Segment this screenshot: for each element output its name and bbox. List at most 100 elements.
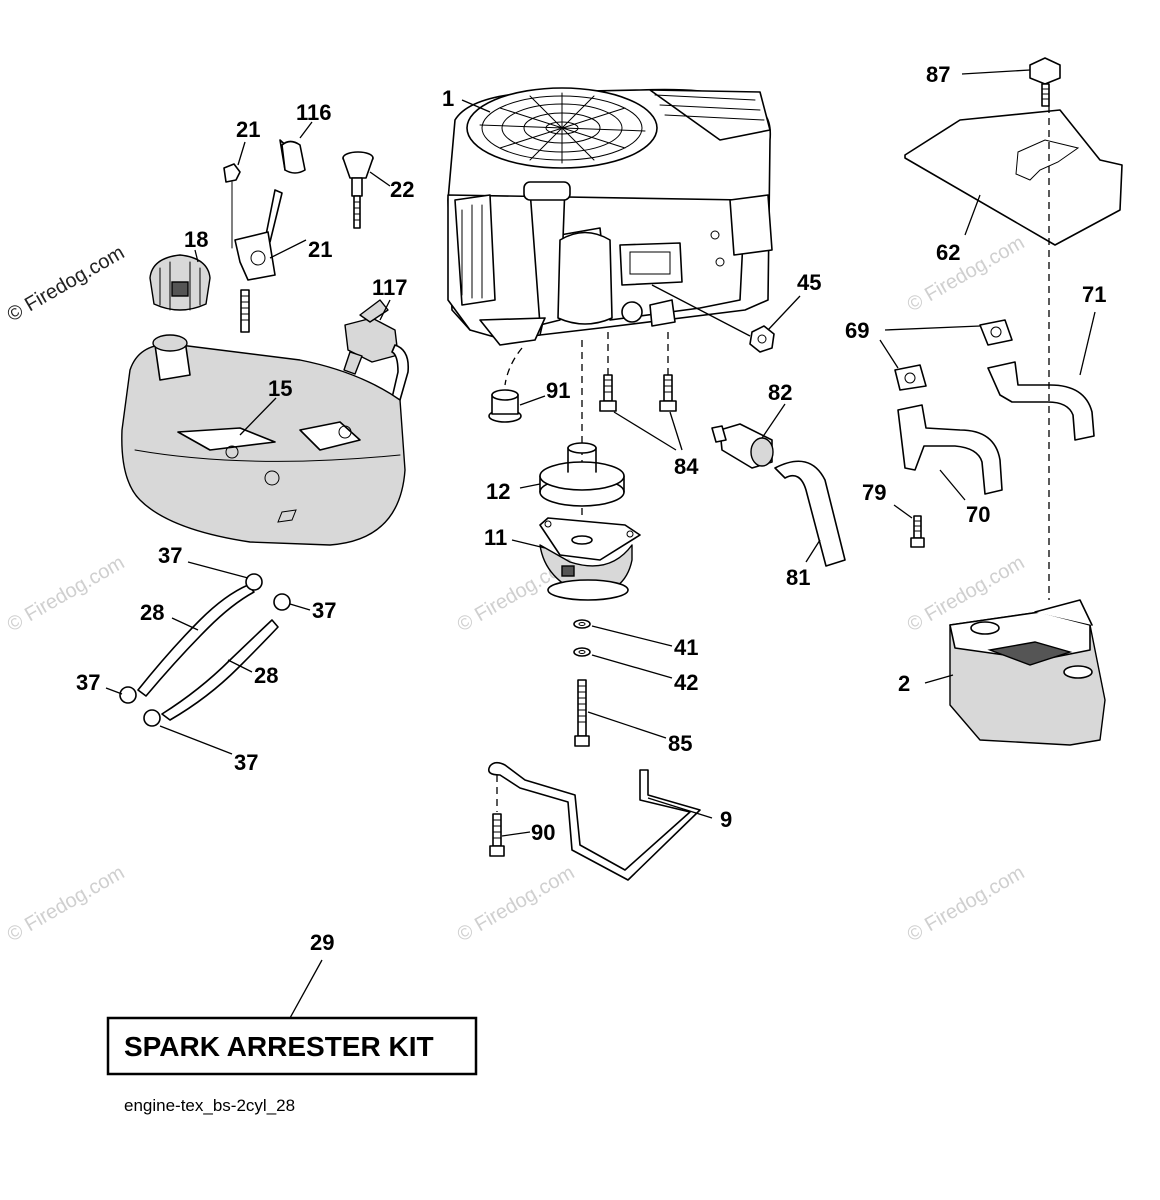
breather-hose-81 [774, 460, 846, 567]
callout-85: 85 [668, 731, 692, 756]
nut-45 [749, 325, 775, 353]
leader-42 [591, 654, 673, 679]
callout-45: 45 [797, 270, 821, 295]
pulley-12 [539, 442, 625, 507]
heat-shield-62 [904, 109, 1123, 246]
fuel-cap-18 [149, 254, 211, 311]
watermark-main: © Firedog.com [4, 242, 129, 327]
watermark: © Firedog.com [904, 232, 1029, 317]
callout-70: 70 [966, 502, 990, 527]
leader-21a [237, 141, 246, 166]
dashed-91 [504, 347, 523, 386]
fuel-line-28a [137, 584, 255, 697]
leader-71 [1079, 311, 1096, 376]
rod-9 [487, 761, 701, 881]
choke-knob-22 [342, 151, 374, 229]
callout-11: 11 [484, 525, 507, 550]
leader-28b [227, 659, 253, 673]
leader-37d [159, 725, 233, 755]
callout-41: 41 [674, 635, 698, 660]
exhaust-pipe-70 [897, 404, 1003, 495]
breather-82 [711, 423, 774, 469]
drawing-id: engine-tex_bs-2cyl_28 [124, 1096, 295, 1115]
callout-81: 81 [786, 565, 810, 590]
callout-9: 9 [720, 807, 732, 832]
callout-1: 1 [442, 86, 454, 111]
bolt-79 [910, 515, 925, 548]
engine [447, 87, 773, 346]
callout-79: 79 [862, 480, 886, 505]
fuel-valve-117 [343, 299, 410, 401]
leader-70 [939, 469, 966, 501]
gaskets-69 [894, 319, 1013, 391]
callout-21a: 21 [236, 117, 260, 142]
leader-117 [379, 299, 391, 321]
exhaust-pipe-71 [987, 361, 1095, 441]
leader-9 [647, 797, 713, 819]
watermark: © Firedog.com [904, 862, 1029, 947]
screw-87 [1029, 57, 1061, 107]
callout-62: 62 [936, 240, 960, 265]
leader-62 [964, 194, 981, 236]
callout-28a: 28 [140, 600, 164, 625]
watermark: © Firedog.com [4, 552, 129, 637]
leader-22 [369, 171, 391, 187]
callout-37d: 37 [234, 750, 258, 775]
callout-37a: 37 [158, 543, 182, 568]
callout-29: 29 [310, 930, 334, 955]
leader-82 [761, 403, 786, 439]
callout-90: 90 [531, 820, 555, 845]
muffler-2 [949, 599, 1106, 746]
leader-116 [299, 121, 313, 139]
callout-21b: 21 [308, 237, 332, 262]
callout-22: 22 [390, 177, 414, 202]
leader-69b [879, 339, 899, 369]
screw-21a [223, 163, 241, 249]
leader-15 [239, 397, 277, 436]
knob-116 [281, 140, 306, 174]
callout-87: 87 [926, 62, 950, 87]
clamps-37 [119, 573, 291, 727]
callout-82: 82 [768, 380, 792, 405]
callout-117: 117 [372, 275, 408, 300]
bushing-91 [488, 389, 522, 423]
callout-91: 91 [546, 378, 570, 403]
callout-84: 84 [674, 454, 699, 479]
leader-37a [187, 561, 249, 579]
leader-85 [587, 711, 667, 739]
leader-1 [461, 99, 491, 113]
washer-41 [573, 619, 591, 629]
leader-41 [591, 625, 673, 647]
watermark: © Firedog.com [454, 862, 579, 947]
leader-37c [105, 687, 123, 695]
clutch-11 [539, 517, 641, 601]
bolt-90 [489, 813, 505, 857]
leader-87 [961, 69, 1031, 75]
leader-2 [924, 674, 954, 684]
leader-90 [501, 831, 531, 837]
callout-12: 12 [486, 479, 510, 504]
leader-79 [893, 504, 913, 519]
leader-29 [289, 959, 323, 1019]
leader-18 [194, 249, 199, 263]
callout-18: 18 [184, 227, 208, 252]
washer-42 [573, 647, 591, 657]
callout-37b: 37 [312, 598, 336, 623]
leader-69a [884, 325, 981, 331]
bolt-85 [574, 679, 590, 747]
leader-11 [511, 539, 546, 549]
callout-116: 116 [296, 100, 332, 125]
callout-69: 69 [845, 318, 869, 343]
leader-12 [519, 483, 541, 489]
fuel-tank-15 [121, 334, 406, 546]
watermark: © Firedog.com [4, 862, 129, 947]
leader-81 [805, 539, 821, 563]
leader-84a [613, 411, 677, 451]
callout-28b: 28 [254, 663, 278, 688]
leader-37b [289, 603, 311, 611]
leader-91 [519, 395, 546, 406]
callout-2: 2 [898, 671, 910, 696]
leader-28a [171, 617, 199, 631]
bolts-84 [599, 374, 677, 412]
